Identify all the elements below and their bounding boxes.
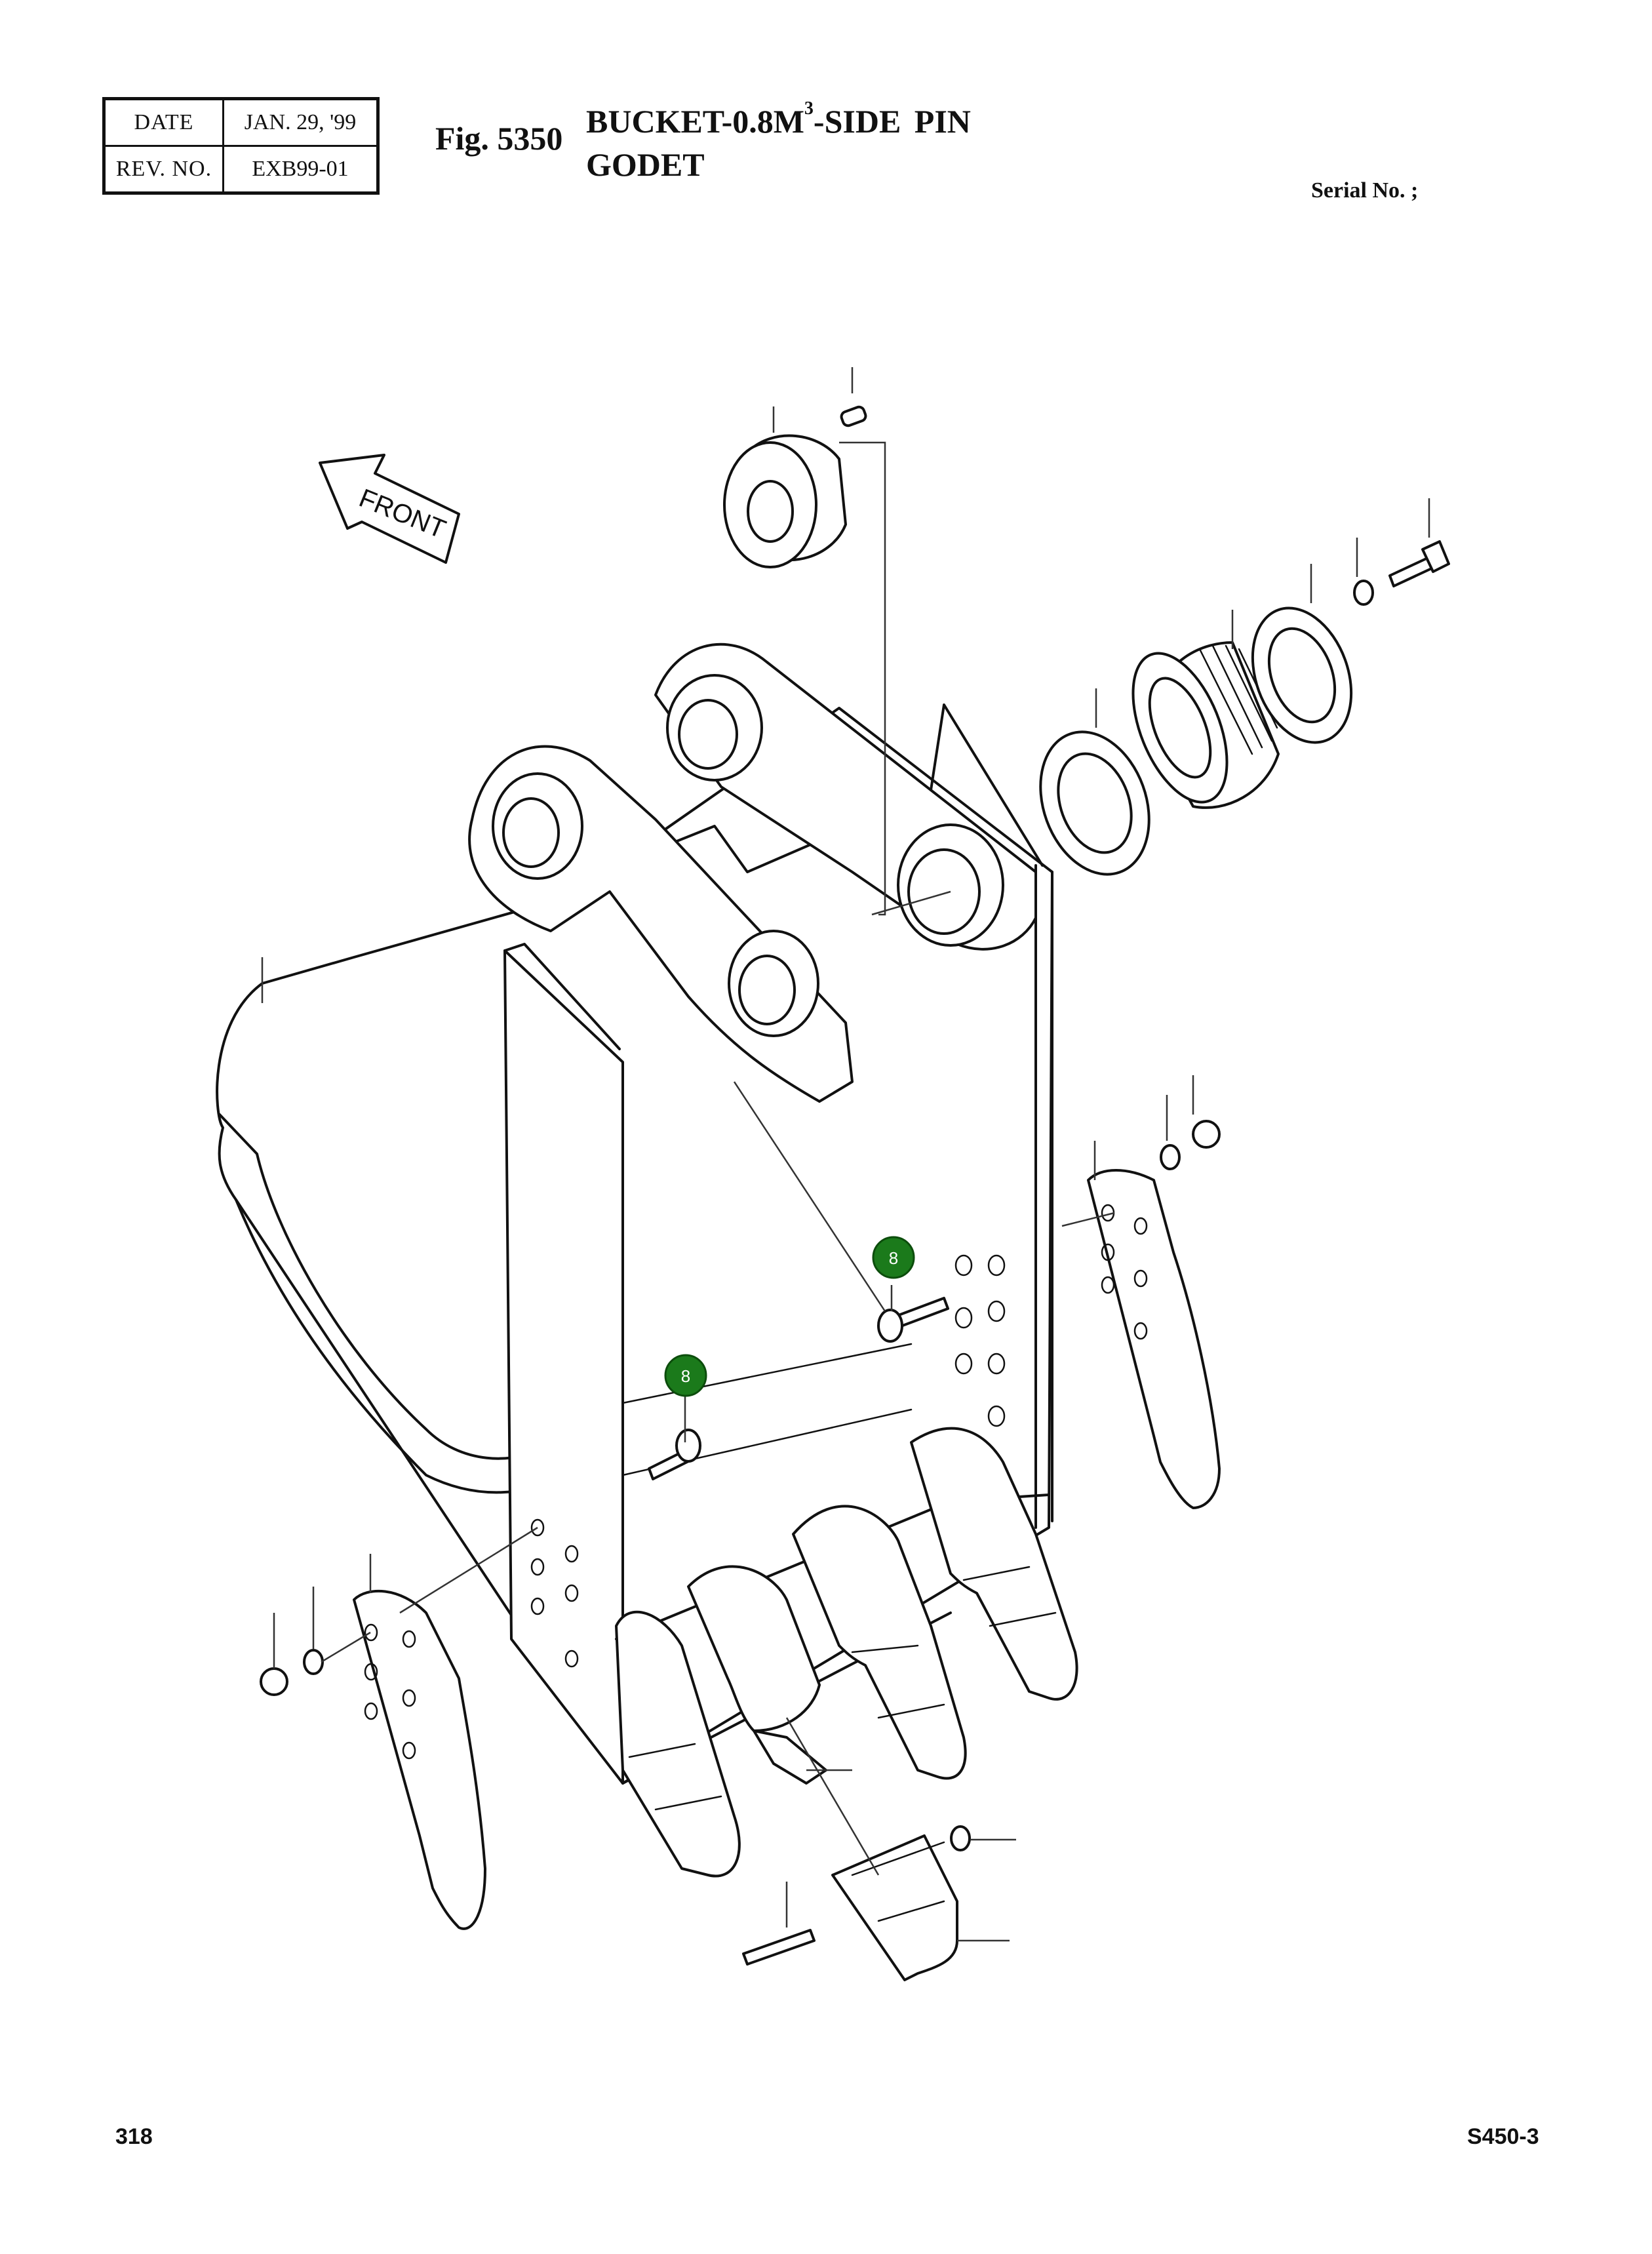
page-number: 318 [115,2124,153,2149]
cutter-bolt-lower [648,1429,701,1480]
callout-label: 8 [681,1366,690,1386]
title-part-suffix: -SIDE PIN [813,103,971,140]
serial-number-label: Serial No. ; [1311,178,1419,203]
pin-boss-lower-right [897,823,1004,947]
lock-washer [1353,580,1374,606]
tooth-adapter-1 [615,1610,741,1878]
figure-number: Fig. 5350 [435,120,563,157]
tooth-adapter-3 [792,1505,967,1780]
callout-label: 8 [889,1248,898,1268]
pin-boss-upper-left [492,772,583,880]
front-direction-arrow: FRONT [319,454,460,564]
hex-bolt [1388,540,1450,587]
title-superscript: 3 [804,98,814,119]
leader-lines [261,367,1430,1942]
tooth-adapter-4 [910,1427,1078,1701]
cutter-bolt-upper [877,1297,949,1343]
callout-lower: 8 [664,1354,707,1397]
retaining-plate [1251,606,1353,744]
flanged-bushing [723,434,847,568]
figure-title-line-2: GODET [586,146,705,183]
dowel-pin [840,405,867,427]
cutter-nuts [260,1120,1221,1851]
tooth-point-exploded [831,1834,958,1981]
model-number: S450-3 [1467,2124,1539,2149]
tooth-lock-pin [742,1929,816,1966]
side-plate-bolt-holes [530,1254,1006,1668]
callout-upper: 8 [872,1236,915,1279]
side-cutter-left [353,1589,486,1930]
date-value: JAN. 29, '99 [222,98,379,147]
figure-title-line-1: BUCKET-0.8M3-SIDE PIN [586,100,971,140]
bucket-teeth [615,1427,1078,1981]
threaded-adjuster [1131,641,1280,809]
pin-boss-lower-left [728,930,819,1037]
date-label: DATE [103,98,224,147]
rev-no-value: EXB99-01 [222,145,379,194]
side-cutter-right [1087,1169,1221,1509]
pin-bosses [492,674,1004,1037]
pin-boss-upper-right [666,674,763,781]
revision-info-table: DATE JAN. 29, '99 REV. NO. EXB99-01 [102,97,380,195]
title-part-name: BUCKET-0.8M [586,103,804,140]
rev-no-label: REV. NO. [103,145,224,194]
shim-ring [1039,730,1150,876]
